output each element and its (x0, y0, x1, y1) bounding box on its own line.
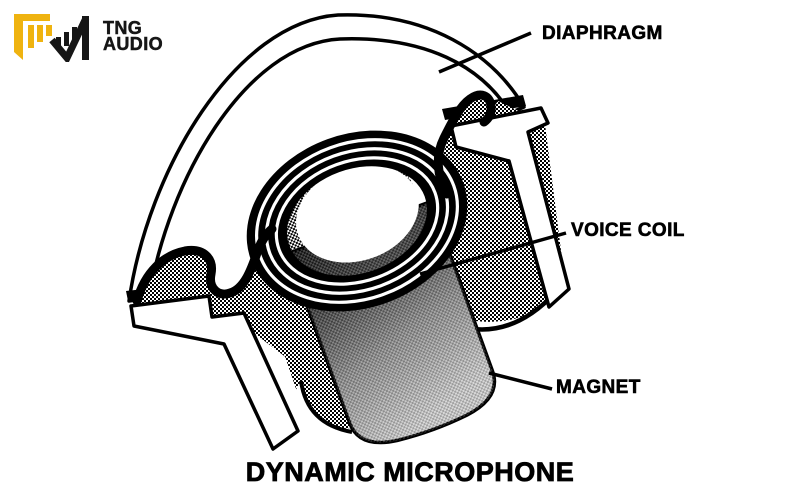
logo-line2: AUDIO (103, 34, 163, 54)
diagram-title: DYNAMIC MICROPHONE (245, 457, 575, 488)
pole-piece-right (449, 106, 571, 309)
voice-coil-band (246, 130, 468, 312)
coil-magnet-group (246, 130, 497, 445)
leader-magnet (488, 371, 553, 391)
logo-wordmark: TNG AUDIO (103, 18, 163, 54)
magnet-label: MAGNET (556, 377, 641, 399)
tng-audio-equalizer-icon (14, 14, 90, 62)
surround-right (433, 90, 496, 199)
pole-piece-left (129, 294, 300, 451)
diaphragm-shell (127, 13, 526, 303)
notch-left-edge (299, 380, 353, 434)
surround-left (132, 224, 277, 306)
cylinder-top-opening (296, 164, 419, 263)
leader-voice-coil (419, 231, 567, 276)
coil-ring-3 (274, 156, 440, 286)
tng-audio-logo: TNG AUDIO (12, 10, 163, 62)
leader-diaphragm (438, 31, 532, 74)
diaphragm-label: DIAPHRAGM (542, 23, 663, 45)
voice-coil-label: VOICE COIL (571, 220, 685, 242)
logo-line1: TNG (103, 18, 143, 38)
